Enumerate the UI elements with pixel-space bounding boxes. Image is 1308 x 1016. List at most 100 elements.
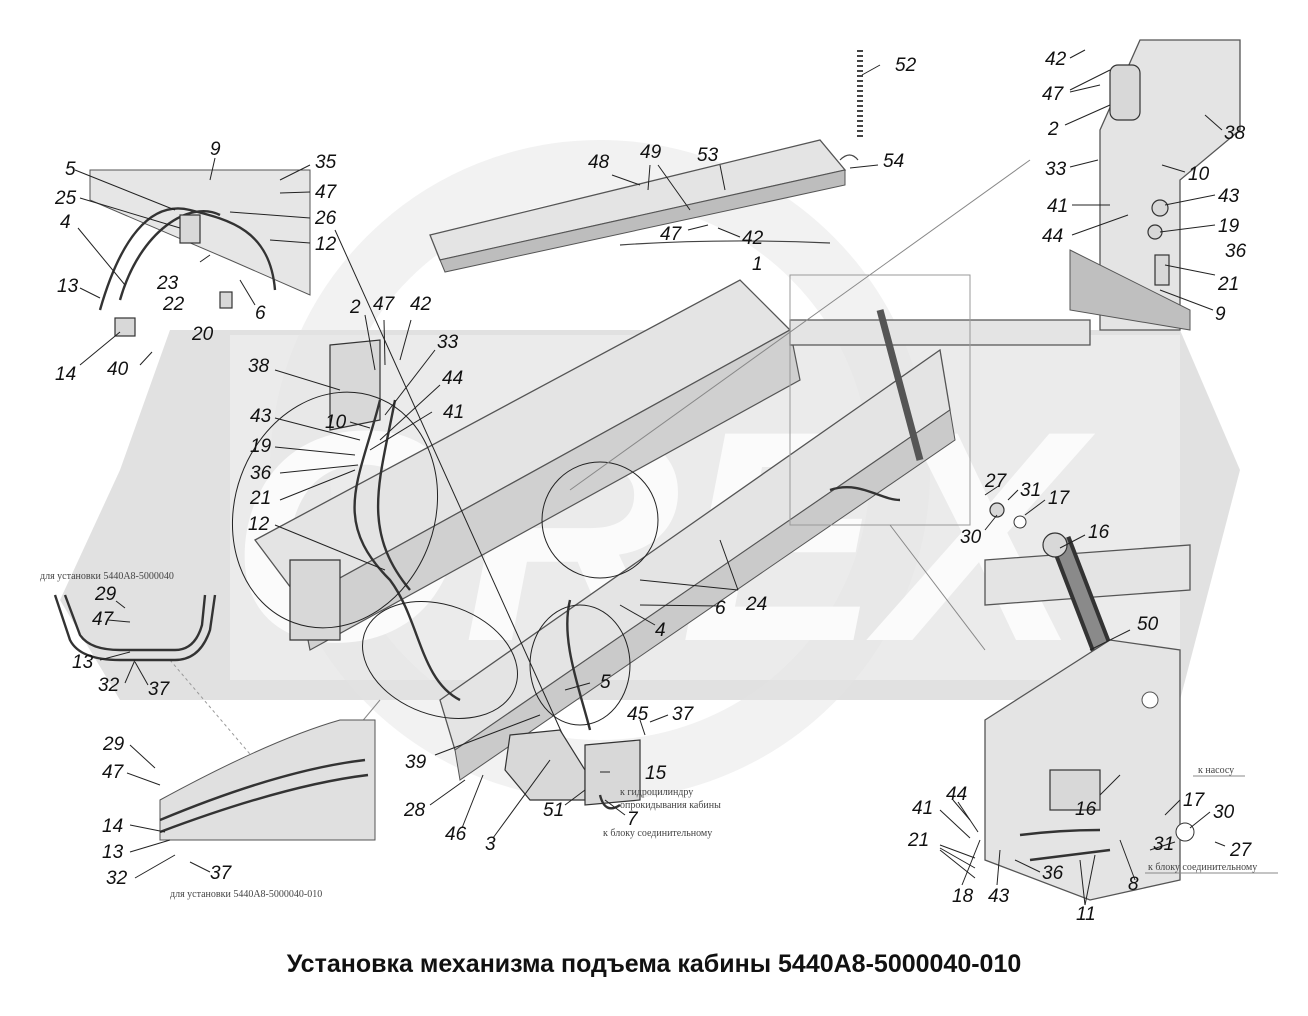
callout: 22 (162, 294, 185, 315)
callout: 44 (442, 368, 463, 389)
callout: 51 (543, 800, 564, 821)
callout: 9 (1215, 304, 1226, 325)
callout: 40 (107, 359, 129, 380)
inset-install-b (159, 719, 376, 841)
callout: 15 (645, 763, 667, 784)
callout: 49 (640, 142, 662, 163)
note-install-b: для установки 5440А8-5000040-010 (170, 889, 322, 900)
callout: 30 (960, 527, 982, 548)
detail-circles (169, 159, 1031, 761)
callout: 47 (373, 294, 396, 315)
callout: 53 (697, 145, 719, 166)
callout: 39 (405, 752, 427, 773)
callout: 13 (102, 842, 124, 863)
callout: 33 (437, 332, 459, 353)
callout: 36 (1042, 863, 1064, 884)
callout: 13 (57, 276, 79, 297)
hydraulic-lines (353, 309, 924, 731)
callout: 27 (1229, 840, 1253, 861)
junction-block (504, 729, 641, 810)
note-install-a: для установки 5440А8-5000040 (40, 571, 174, 582)
callout: 24 (745, 594, 767, 615)
annotation-notes: для установки 5440А8-5000040 для установ… (40, 571, 1278, 900)
callout: 37 (148, 679, 171, 700)
callout: 30 (1213, 802, 1235, 823)
callout: 43 (1218, 186, 1240, 207)
callout: 38 (248, 356, 270, 377)
inset-top-left (89, 169, 311, 337)
callout: 11 (1076, 904, 1096, 925)
inset-install-a (53, 594, 217, 662)
callout: 10 (1188, 164, 1210, 185)
callout: 33 (1045, 159, 1067, 180)
callout: 43 (250, 406, 272, 427)
callout: 3 (485, 834, 496, 855)
callout: 45 (627, 704, 649, 725)
callout: 18 (952, 886, 974, 907)
callout: 47 (92, 609, 115, 630)
note-to-pump: к насосу (1198, 765, 1234, 776)
callout: 28 (403, 800, 426, 821)
callout: 5 (65, 159, 76, 180)
callout: 31 (1153, 834, 1174, 855)
cross-rail-assembly (429, 50, 863, 273)
callout: 47 (660, 224, 683, 245)
callout: 38 (1224, 123, 1246, 144)
callout: 47 (102, 762, 125, 783)
callout: 2 (349, 297, 361, 318)
callout: 52 (895, 55, 917, 76)
callout: 4 (60, 212, 71, 233)
callout: 12 (315, 234, 337, 255)
callout: 32 (106, 868, 128, 889)
callout: 42 (1045, 49, 1067, 70)
callout: 48 (588, 152, 610, 173)
callout: 29 (102, 734, 125, 755)
callout: 21 (249, 488, 271, 509)
callout: 47 (1042, 84, 1065, 105)
callout: 44 (946, 784, 967, 805)
callout: 20 (191, 324, 214, 345)
callout: 14 (102, 816, 123, 837)
callout: 42 (742, 228, 764, 249)
callout: 5 (600, 672, 611, 693)
callout: 19 (1218, 216, 1240, 237)
callout: 25 (54, 188, 77, 209)
diagram-title: Установка механизма подъема кабины 5440А… (286, 950, 1022, 978)
callout: 23 (156, 273, 179, 294)
callout: 7 (627, 809, 639, 830)
callout: 1 (752, 254, 763, 275)
callout: 8 (1128, 874, 1139, 895)
callout: 43 (988, 886, 1010, 907)
note-to-cylinder: к гидроцилиндру (620, 787, 693, 798)
callout: 29 (94, 584, 117, 605)
callout: 16 (1075, 799, 1097, 820)
callout: 12 (248, 514, 270, 535)
note-to-block: к блоку соединительному (603, 828, 712, 839)
note-tipping: опрокидывания кабины (620, 800, 721, 811)
callout: 2 (1047, 119, 1059, 140)
callout: 17 (1048, 488, 1071, 509)
callout: 32 (98, 675, 120, 696)
callout: 44 (1042, 226, 1063, 247)
callout: 54 (883, 151, 904, 172)
callout: 37 (672, 704, 695, 725)
callout: 13 (72, 652, 94, 673)
callout: 41 (912, 798, 933, 819)
callout: 42 (410, 294, 432, 315)
callout: 37 (210, 863, 233, 884)
callout: 6 (715, 598, 726, 619)
callout: 41 (443, 402, 464, 423)
callout: 31 (1020, 480, 1041, 501)
callout: 16 (1088, 522, 1110, 543)
inset-top-right (1069, 39, 1241, 331)
callout: 17 (1183, 790, 1206, 811)
callout: 19 (250, 436, 272, 457)
callout: 10 (325, 412, 347, 433)
callout: 9 (210, 139, 221, 160)
callout: 46 (445, 824, 467, 845)
callout: 26 (314, 208, 337, 229)
callout: 36 (250, 463, 272, 484)
note-to-block-right: к блоку соединительному (1148, 862, 1257, 873)
callout: 27 (984, 471, 1008, 492)
